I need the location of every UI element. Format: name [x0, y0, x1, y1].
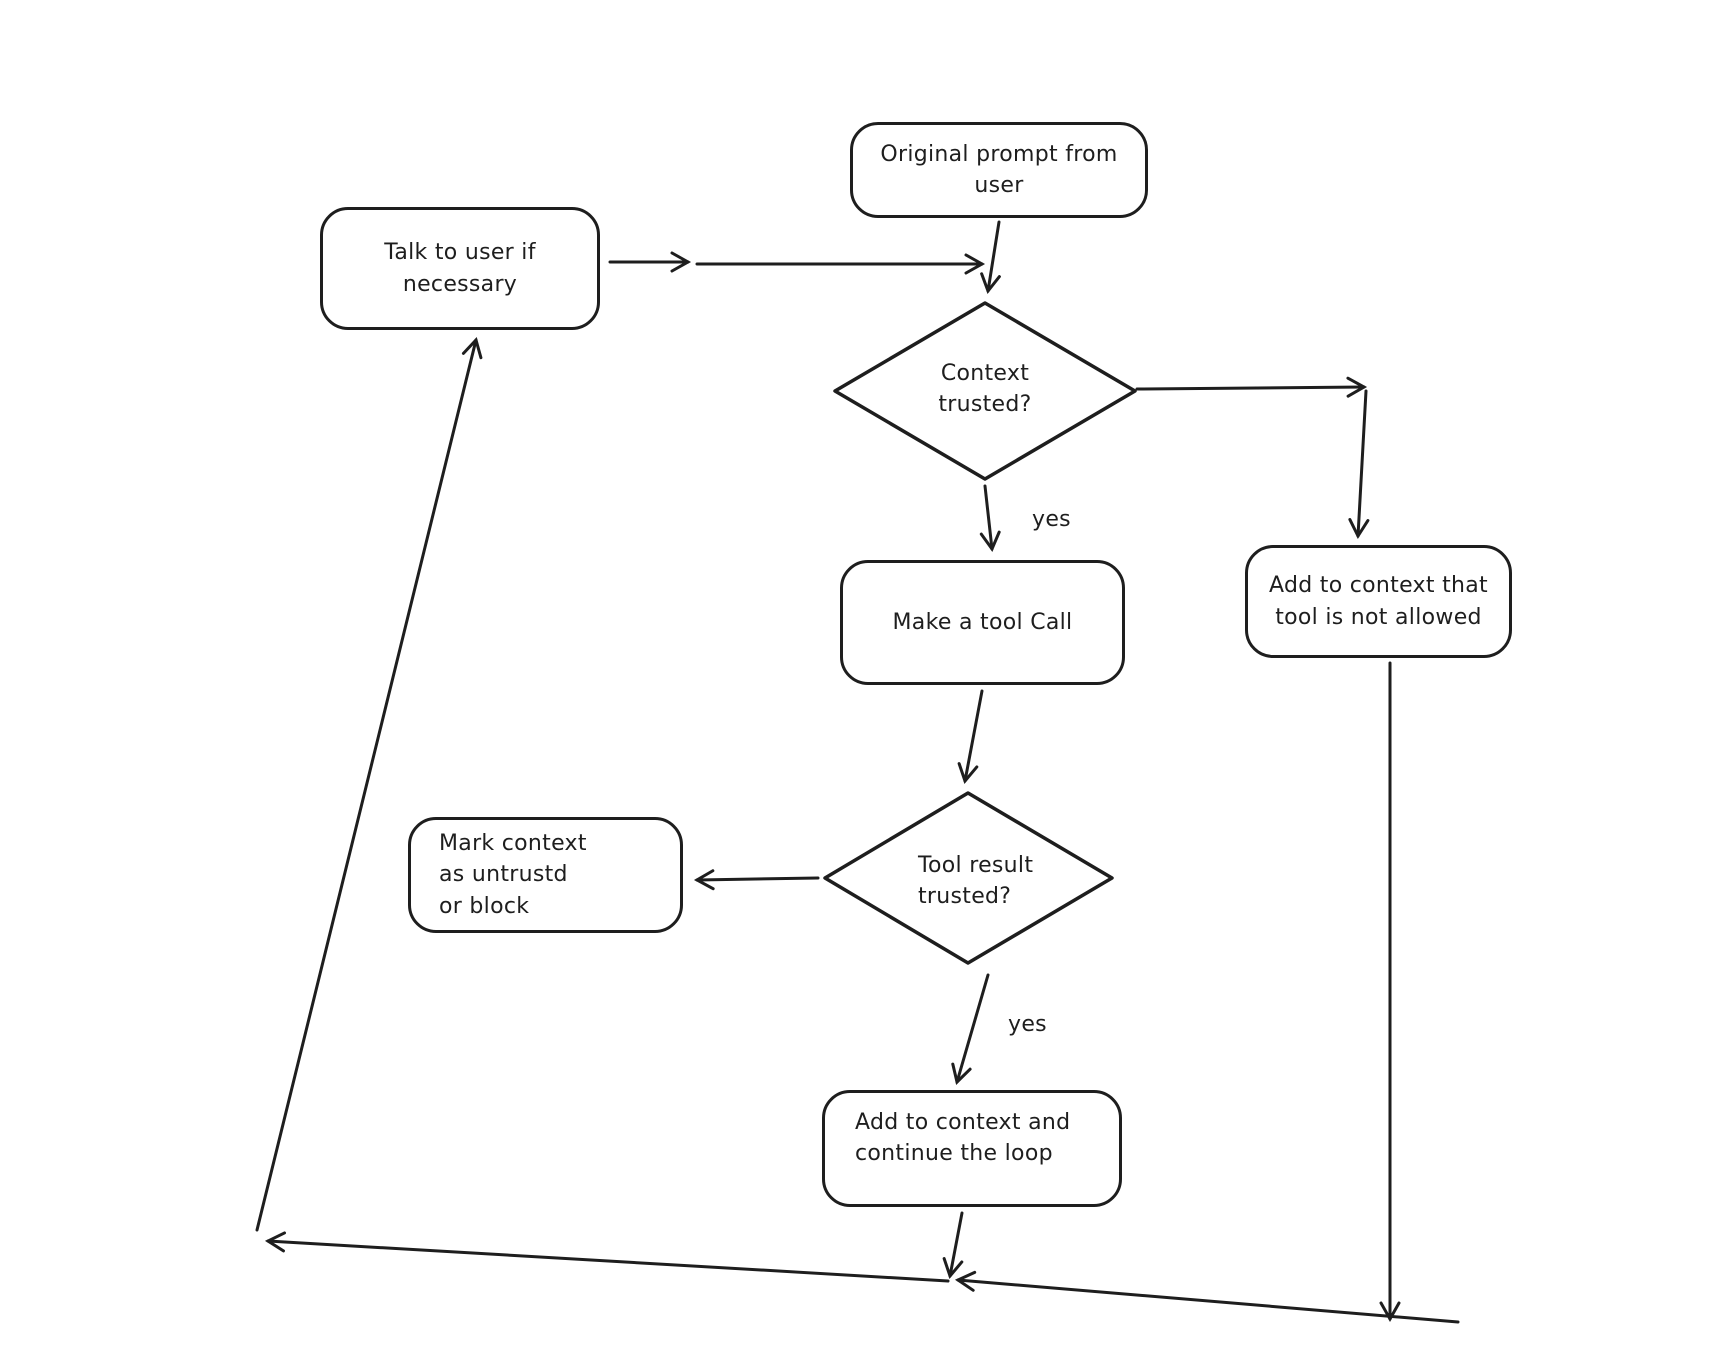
node-original-prompt: Original prompt from user — [850, 122, 1148, 218]
node-make-tool-call: Make a tool Call — [840, 560, 1125, 685]
node-continue-loop-label: Add to context and continue the loop — [855, 1110, 1071, 1167]
node-talk-to-user: Talk to user if necessary — [320, 207, 600, 330]
arrow-context-no-right — [1135, 376, 1368, 398]
node-mark-untrusted: Mark context as untrustd or block — [408, 817, 683, 933]
arrow-original-prompt-to-context-check — [980, 220, 1001, 295]
node-make-tool-call-label: Make a tool Call — [892, 609, 1073, 635]
diamond-context-trusted — [833, 301, 1137, 481]
node-talk-to-user-label: Talk to user if necessary — [384, 240, 536, 297]
arrow-result-no-to-mark-untrusted — [693, 869, 820, 891]
node-original-prompt-label: Original prompt from user — [880, 141, 1118, 198]
diamond-tool-result-trusted — [823, 791, 1114, 965]
arrow-tool-call-to-result-check — [957, 689, 984, 785]
diamond-tool-result-trusted-label: Tool result trusted? — [918, 853, 1034, 910]
arrow-bottom-right-return — [954, 1270, 1460, 1324]
edge-label-yes-context: yes — [1032, 507, 1071, 532]
arrow-bottom-left-return — [264, 1231, 950, 1283]
arrow-loop-back-to-talk-to-user — [255, 337, 483, 1232]
arrow-down-to-not-allowed — [1348, 389, 1370, 540]
arrow-context-yes-to-tool-call — [979, 484, 1001, 553]
node-mark-untrusted-label: Mark context as untrustd or block — [439, 831, 587, 919]
arrow-result-yes-to-continue-loop — [951, 973, 990, 1085]
node-tool-not-allowed: Add to context that tool is not allowed — [1245, 545, 1512, 658]
edge-label-yes-tool-result: yes — [1008, 1012, 1047, 1037]
node-continue-loop: Add to context and continue the loop — [822, 1090, 1122, 1207]
node-tool-not-allowed-label: Add to context that tool is not allowed — [1269, 573, 1488, 630]
diamond-context-trusted-label: Context trusted? — [938, 361, 1032, 418]
arrow-continue-loop-down — [942, 1211, 964, 1280]
